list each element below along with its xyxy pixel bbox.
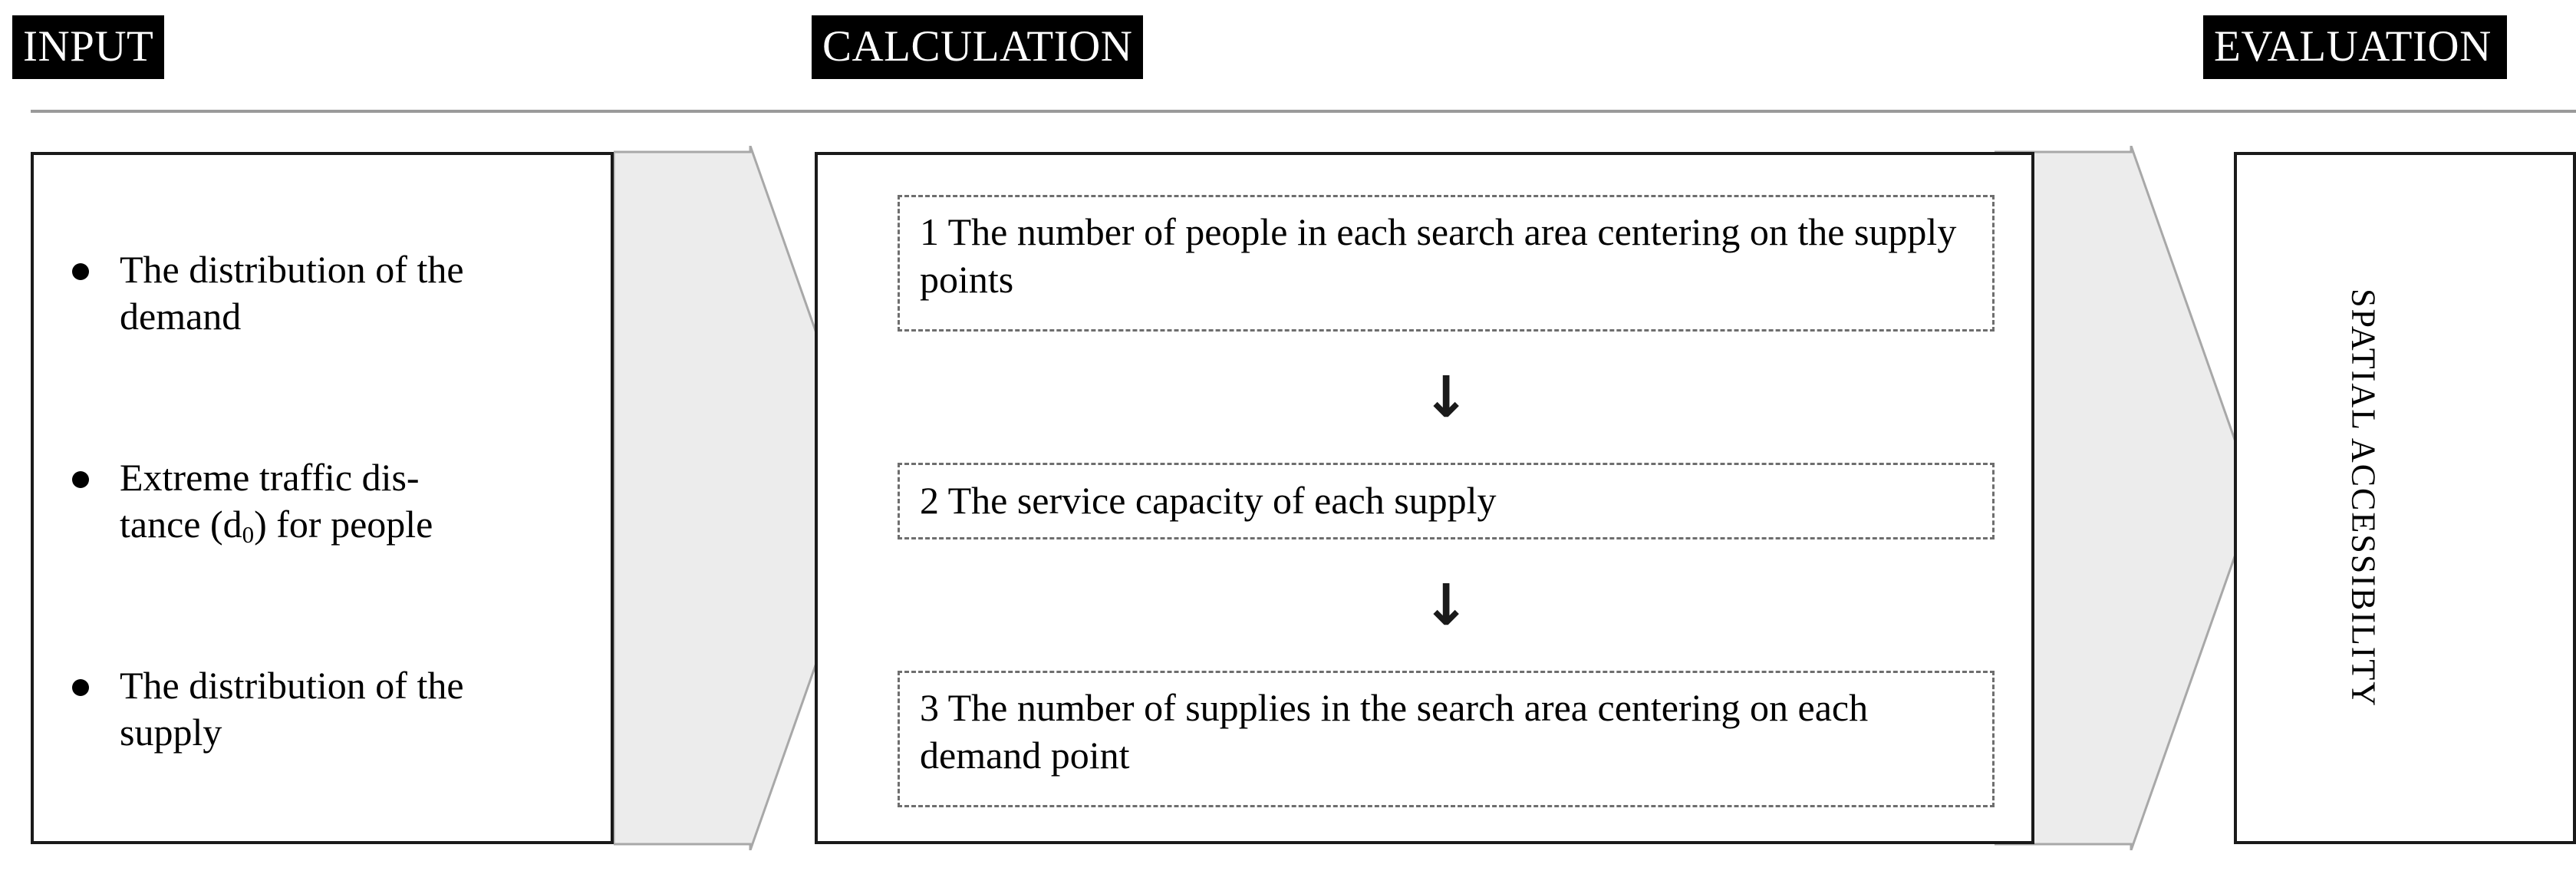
input-bullet-2-subscript: 0 [242, 520, 255, 548]
list-item: The distribution of the supply [72, 662, 583, 756]
bullet-dot-icon [72, 679, 89, 697]
input-bullet-list: The distribution of the demand Extreme t… [31, 152, 614, 844]
list-item: Extreme traffic dis-tance (d0) for peopl… [72, 454, 583, 548]
header-divider-rule [31, 110, 2576, 113]
list-item: The distribution of the demand [72, 246, 583, 340]
bullet-dot-icon [72, 470, 89, 488]
calculation-step-1: 1 The number of people in each search ar… [898, 195, 1995, 332]
phase-label-evaluation: EVALUATION [2203, 15, 2507, 79]
spatial-accessibility-label: SPATIAL ACCESSIBILITY [2344, 288, 2383, 708]
input-panel [31, 152, 614, 844]
flow-arrow-calculation-to-evaluation [1993, 145, 2257, 851]
down-arrow-icon-1: ↓ [1421, 364, 1470, 431]
evaluation-label-wrapper: SPATIAL ACCESSIBILITY [2234, 152, 2576, 844]
input-bullet-2-text: Extreme traffic dis-tance (d0) for peopl… [120, 454, 480, 548]
phase-label-input: INPUT [12, 15, 165, 79]
input-bullet-2-part-c: ) for people [254, 502, 433, 546]
calculation-step-stack: 1 The number of people in each search ar… [815, 152, 2034, 844]
input-bullet-1-text: The distribution of the demand [120, 247, 464, 338]
flow-arrow-input-to-calculation [612, 145, 876, 851]
bullet-dot-icon [72, 262, 89, 280]
input-bullet-2-part-a: Extreme traffic dis- [120, 455, 420, 499]
calculation-step-3: 3 The number of supplies in the search a… [898, 671, 1995, 807]
input-bullet-3-text: The distribution of the supply [120, 664, 464, 754]
calculation-step-2: 2 The service capacity of each supply [898, 463, 1995, 539]
calculation-panel [815, 152, 2034, 844]
evaluation-panel [2234, 152, 2576, 844]
input-bullet-2-part-b: tance (d [120, 502, 242, 546]
phase-label-calculation: CALCULATION [812, 15, 1144, 79]
down-arrow-icon-2: ↓ [1421, 572, 1470, 638]
